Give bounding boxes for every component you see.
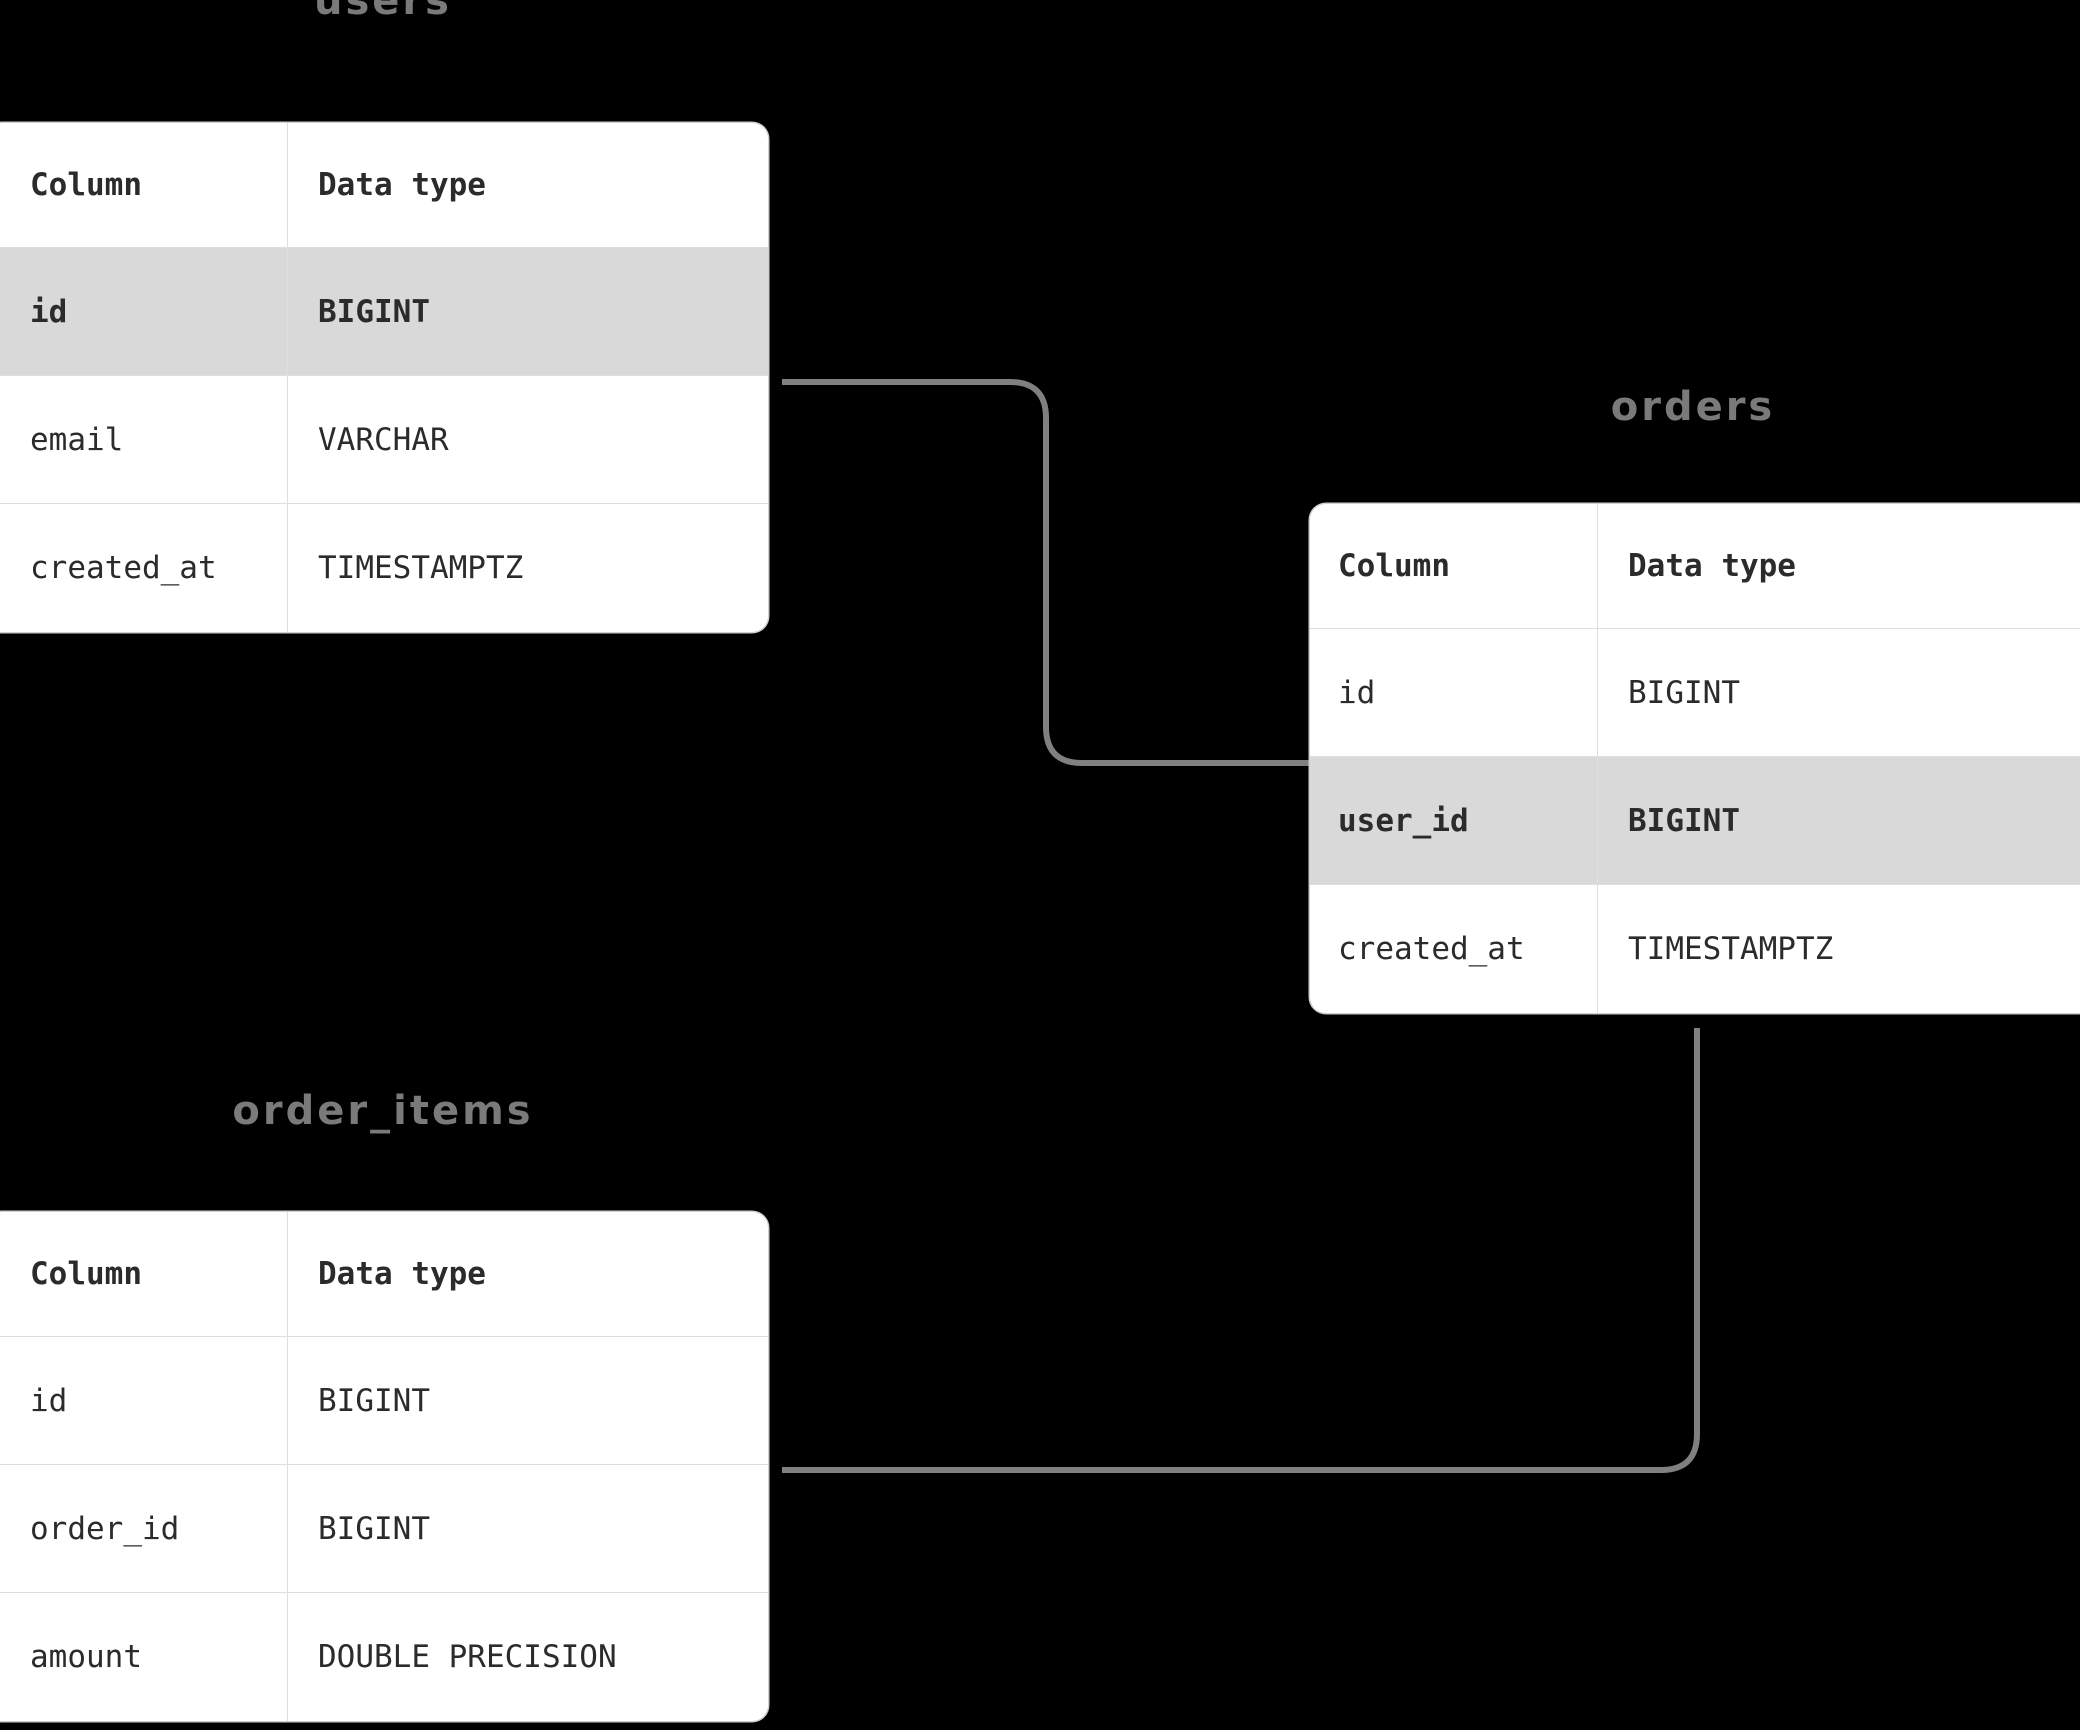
table-row-order-items-order-id[interactable]: order_id BIGINT — [0, 1465, 768, 1593]
cell-data-type: BIGINT — [318, 1382, 430, 1419]
header-cell-column: Column — [0, 123, 288, 247]
cell-data-type: VARCHAR — [318, 421, 449, 458]
cell-data-type: TIMESTAMPTZ — [1628, 931, 1834, 967]
table-title-orders: orders — [1610, 384, 1776, 430]
cell-column-name: created_at — [1310, 885, 1598, 1013]
cell-column-name: email — [0, 376, 288, 503]
header-cell-column: Column — [0, 1212, 288, 1336]
table-row-orders-created-at[interactable]: created_at TIMESTAMPTZ — [1310, 885, 2080, 1013]
cell-column-name: id — [0, 1337, 288, 1464]
cell-column-name: created_at — [0, 504, 288, 632]
cell-column-name: user_id — [1310, 757, 1598, 884]
entity-table-users[interactable]: Column Data type id BIGINT email VARCHAR… — [0, 123, 768, 632]
table-row-orders-user-id[interactable]: user_id BIGINT — [1310, 757, 2080, 885]
cell-data-type: BIGINT — [1628, 674, 1740, 711]
entity-table-orders[interactable]: Column Data type id BIGINT user_id BIGIN… — [1310, 504, 2080, 1013]
cell-column-name: id — [1310, 629, 1598, 756]
edge-users-id-to-orders-user-id — [782, 379, 1310, 766]
cell-column-name: order_id — [0, 1465, 288, 1592]
cell-data-type: TIMESTAMPTZ — [318, 550, 524, 586]
header-cell-data-type: Data type — [1628, 548, 1796, 584]
header-cell-data-type: Data type — [318, 167, 486, 203]
entity-table-order-items[interactable]: Column Data type id BIGINT order_id BIGI… — [0, 1212, 768, 1721]
header-cell-column: Column — [1310, 504, 1598, 628]
table-row-users-created-at[interactable]: created_at TIMESTAMPTZ — [0, 504, 768, 632]
cell-data-type: BIGINT — [318, 293, 430, 330]
table-row-order-items-id[interactable]: id BIGINT — [0, 1337, 768, 1465]
cell-column-name: amount — [0, 1593, 288, 1721]
table-row-order-items-amount[interactable]: amount DOUBLE PRECISION — [0, 1593, 768, 1721]
table-row-users-id[interactable]: id BIGINT — [0, 248, 768, 376]
cell-data-type: DOUBLE PRECISION — [318, 1639, 617, 1675]
table-row-orders-id[interactable]: id BIGINT — [1310, 629, 2080, 757]
table-title-users: users — [314, 0, 452, 24]
table-header-row: Column Data type — [0, 1212, 768, 1337]
cell-column-name: id — [0, 248, 288, 375]
header-cell-data-type: Data type — [318, 1256, 486, 1292]
table-header-row: Column Data type — [0, 123, 768, 248]
table-row-users-email[interactable]: email VARCHAR — [0, 376, 768, 504]
cell-data-type: BIGINT — [318, 1510, 430, 1547]
edge-orders-id-to-order-items-order-id — [782, 1028, 1700, 1473]
cell-data-type: BIGINT — [1628, 802, 1740, 839]
table-header-row: Column Data type — [1310, 504, 2080, 629]
table-title-order-items: order_items — [232, 1088, 534, 1134]
